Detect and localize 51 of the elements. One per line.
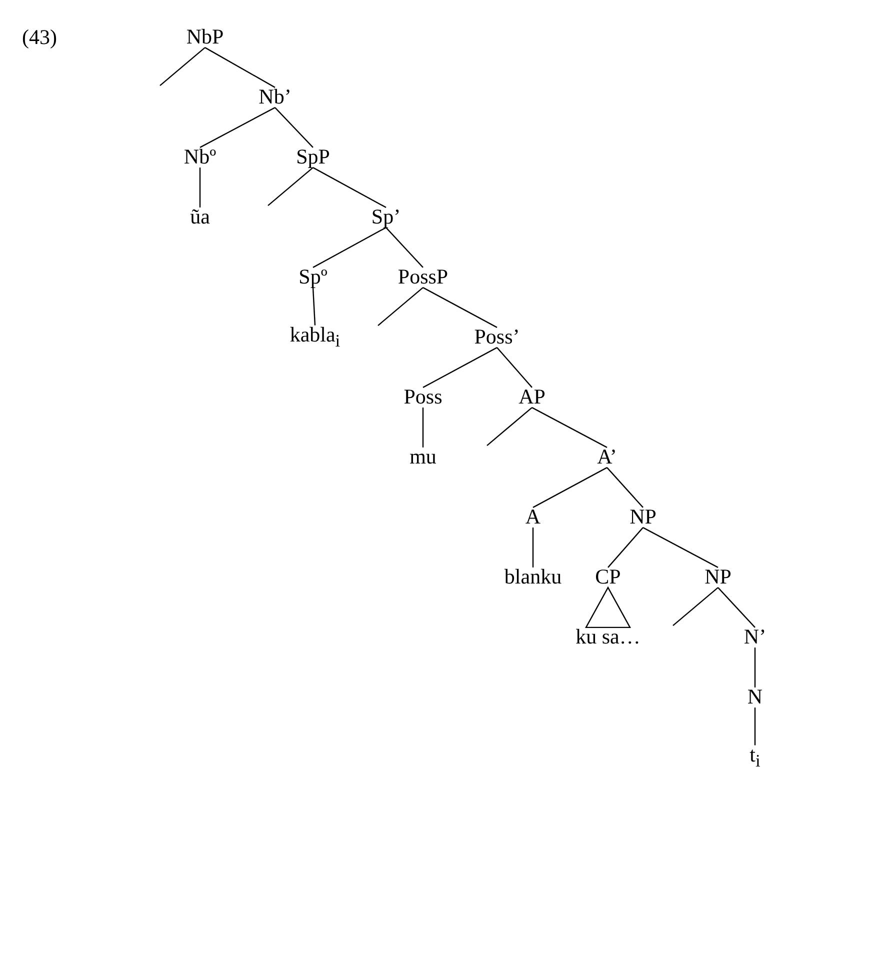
branch-line [718,587,756,628]
branch-line [268,167,314,206]
branch-line [606,467,644,508]
branch-line [386,227,424,268]
tree-node-label: t$_{i}$ [750,743,760,771]
tree-node-label: NbP [186,25,224,49]
tree-node-label: Poss [404,385,442,409]
triangle-branch [584,586,632,628]
branch-line [312,167,386,208]
branch-line [642,527,718,568]
branch-line [312,288,316,326]
tree-node-label: AP [518,385,546,409]
branch-line [422,347,498,388]
branch-line [496,347,532,388]
branch-line [199,168,201,208]
tree-node-label: Nb’ [258,85,292,109]
branch-line [274,107,314,148]
tree-node-label: ku sa… [576,625,640,649]
tree-node-label: SpP [296,145,330,169]
tree-node-label: Nbº [184,145,216,169]
tree-node-label: N [747,685,763,709]
branch-line [378,287,424,326]
tree-node-label: mu [410,445,436,469]
tree-node-label: CP [595,565,621,589]
branch-line [754,648,756,688]
tree-node-label: Sp’ [371,205,401,229]
example-number: (43) [22,26,57,50]
tree-node-label: Spº [298,265,328,289]
branch-line [608,527,644,568]
tree-node-label: Poss’ [474,325,520,349]
branch-line [422,408,424,448]
tree-node-label: A [525,505,541,529]
tree-node-label: A’ [597,445,617,469]
branch-line [672,587,718,626]
tree-node-label: blanku [504,565,562,589]
branch-line [160,47,206,86]
branch-line [312,227,386,268]
tree-node-label: kabla$_{i}$ [290,323,340,351]
branch-line [754,708,756,746]
branch-line [532,407,608,448]
branch-line [532,528,534,568]
tree-node-label: ũa [190,205,210,229]
tree-node-label: PossP [398,265,448,289]
tree-node-label: N’ [744,625,766,649]
branch-line [204,47,276,88]
branch-line [486,407,532,446]
branch-line [200,107,276,148]
tree-node-label: NP [630,505,656,529]
tree-node-label: NP [704,565,732,589]
branch-line [532,467,608,508]
branch-line [422,287,498,328]
